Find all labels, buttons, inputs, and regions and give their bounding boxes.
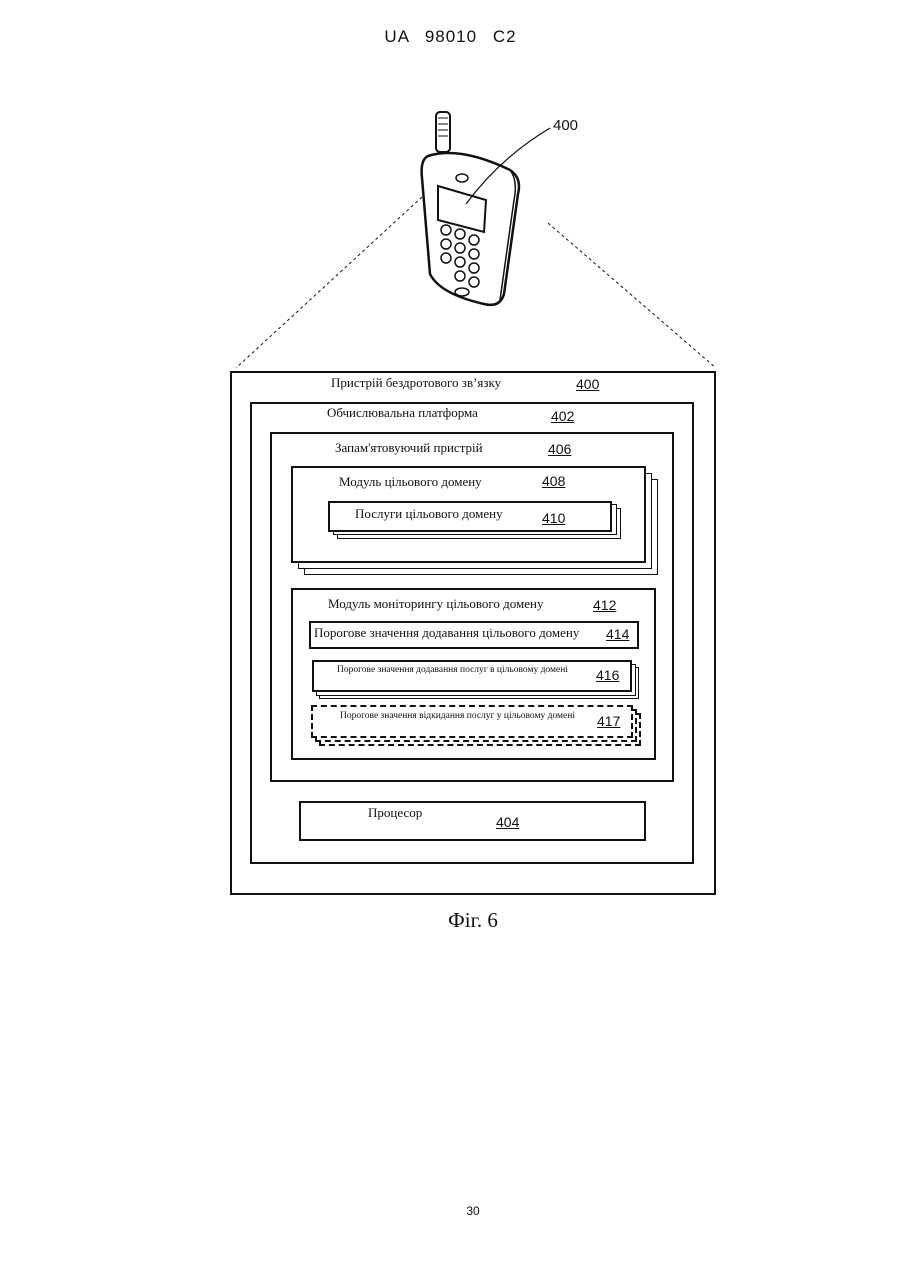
memory-label: Запам'ятовуючий пристрій bbox=[335, 440, 483, 456]
processor-label: Процесор bbox=[368, 805, 422, 821]
computing-platform-ref: 402 bbox=[551, 408, 574, 424]
wireless-device-ref: 400 bbox=[576, 376, 599, 392]
target-services-label: Послуги цільового домену bbox=[355, 506, 503, 522]
domain-add-threshold-label: Порогове значення додавання цільового до… bbox=[314, 625, 579, 641]
service-add-threshold-ref: 416 bbox=[596, 667, 619, 683]
processor-ref: 404 bbox=[496, 814, 519, 830]
service-drop-threshold-label: Порогове значення відкидання послуг у ці… bbox=[330, 710, 585, 722]
domain-add-threshold-ref: 414 bbox=[606, 626, 629, 642]
memory-ref: 406 bbox=[548, 441, 571, 457]
processor-box bbox=[299, 801, 646, 841]
phone-ref-number: 400 bbox=[553, 117, 578, 134]
service-add-threshold-label: Порогове значення додавання послуг в ціл… bbox=[325, 664, 580, 676]
wireless-device-label: Пристрій бездротового зв’язку bbox=[331, 375, 501, 391]
computing-platform-label: Обчислювальна платформа bbox=[327, 405, 478, 421]
target-services-ref: 410 bbox=[542, 510, 565, 526]
figure-caption: Фіг. 6 bbox=[0, 908, 901, 933]
page-number: 30 bbox=[0, 1204, 901, 1218]
service-drop-threshold-ref: 417 bbox=[597, 713, 620, 729]
projection-lines bbox=[230, 185, 720, 375]
target-domain-module-label: Модуль цільового домену bbox=[339, 474, 482, 490]
monitoring-module-label: Модуль моніторингу цільового домену bbox=[328, 596, 543, 612]
target-domain-module-ref: 408 bbox=[542, 473, 565, 489]
document-id: UA 98010 C2 bbox=[0, 27, 901, 47]
monitoring-module-ref: 412 bbox=[593, 597, 616, 613]
